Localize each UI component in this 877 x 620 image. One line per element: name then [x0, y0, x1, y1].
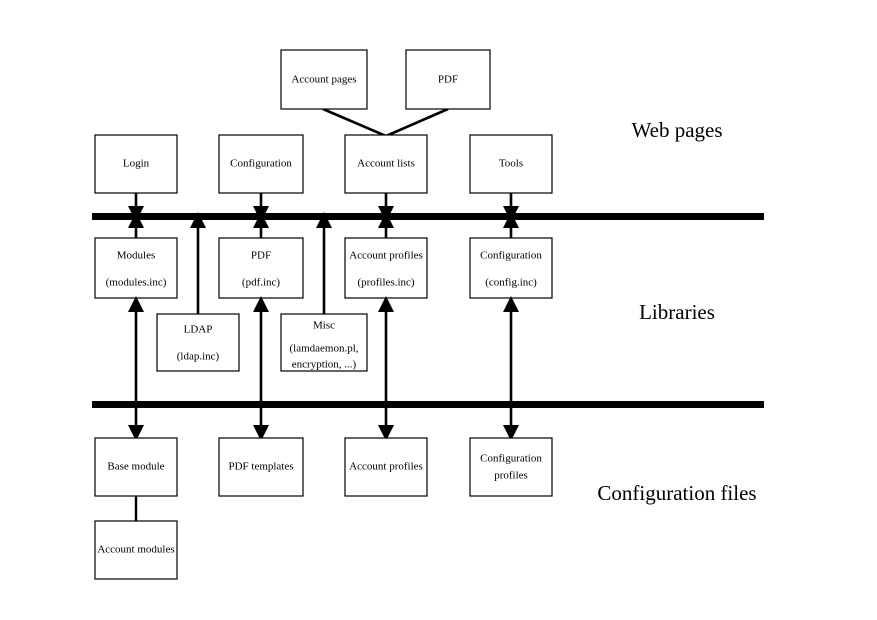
node-configuration-profiles-file-label-2: profiles: [494, 470, 528, 482]
connector-account-pages-to-account-lists: [322, 107, 387, 138]
node-configuration-profiles-file: Configuration profiles: [469, 437, 553, 497]
connector-base-module-to-modules-lib: [128, 296, 144, 404]
node-login: Login: [94, 134, 178, 194]
node-ldap-lib: LDAP (ldap.inc): [156, 313, 240, 372]
node-configuration-page: Configuration: [218, 134, 304, 194]
node-configuration-page-label: Configuration: [230, 158, 292, 170]
node-account-pages-label: Account pages: [291, 74, 356, 86]
node-modules-lib: Modules (modules.inc): [94, 237, 178, 299]
node-configuration-lib: Configuration (config.inc): [469, 237, 553, 299]
section-label-libraries: Libraries: [639, 300, 715, 324]
separator-bar-web-libraries: [92, 213, 764, 220]
section-label-configuration-files: Configuration files: [597, 481, 756, 505]
node-pdf-lib: PDF (pdf.inc): [218, 237, 304, 299]
node-misc-lib-label-3: encryption, ...): [292, 359, 357, 371]
node-ldap-lib-label-1: LDAP: [184, 324, 213, 336]
connector-pdf-top-to-account-lists: [385, 107, 449, 138]
connector-configuration-profiles-to-lib: [503, 296, 519, 404]
node-modules-lib-label-2: (modules.inc): [106, 277, 167, 289]
connector-down-to-account-profiles-file: [378, 405, 394, 441]
node-misc-lib: Misc (lamdaemon.pl, encryption, ...): [280, 313, 368, 372]
node-account-profiles-lib-label-1: Account profiles: [349, 250, 423, 262]
node-configuration-profiles-file-label-1: Configuration: [480, 453, 542, 465]
node-account-profiles-file: Account profiles: [344, 437, 428, 497]
node-misc-lib-label-2: (lamdaemon.pl,: [289, 343, 358, 355]
node-modules-lib-label-1: Modules: [117, 250, 156, 262]
node-account-profiles-file-label: Account profiles: [349, 461, 423, 473]
node-account-lists: Account lists: [344, 134, 428, 194]
node-misc-lib-label-1: Misc: [313, 320, 335, 332]
connector-down-to-base-module: [128, 405, 144, 441]
node-pdf-top-label: PDF: [438, 74, 458, 86]
node-account-pages: Account pages: [280, 49, 368, 110]
node-account-modules-label: Account modules: [97, 544, 174, 556]
connector-down-to-configuration-profiles: [503, 405, 519, 441]
node-account-modules: Account modules: [94, 520, 178, 580]
node-pdf-templates-label: PDF templates: [228, 461, 293, 473]
node-tools: Tools: [469, 134, 553, 194]
connector-account-profiles-file-to-lib: [378, 296, 394, 404]
node-configuration-lib-label-1: Configuration: [480, 250, 542, 262]
node-account-profiles-lib: Account profiles (profiles.inc): [344, 237, 428, 299]
node-pdf-lib-label-2: (pdf.inc): [242, 277, 281, 289]
node-base-module: Base module: [94, 437, 178, 497]
section-label-web-pages: Web pages: [631, 118, 722, 142]
node-tools-label: Tools: [499, 158, 523, 170]
connector-misc-lib-up: [316, 212, 332, 314]
node-account-profiles-lib-label-2: (profiles.inc): [357, 277, 414, 289]
node-account-lists-label: Account lists: [357, 158, 415, 170]
connector-pdf-templates-to-pdf-lib: [253, 296, 269, 404]
connector-down-to-pdf-templates: [253, 405, 269, 441]
node-pdf-templates: PDF templates: [218, 437, 304, 497]
node-pdf-lib-label-1: PDF: [251, 250, 271, 262]
node-ldap-lib-label-2: (ldap.inc): [177, 351, 220, 363]
node-base-module-label: Base module: [107, 461, 164, 473]
separator-bar-libraries-config: [92, 401, 764, 408]
node-configuration-lib-label-2: (config.inc): [485, 277, 537, 289]
connector-ldap-lib-up: [190, 212, 206, 314]
node-pdf-top: PDF: [405, 49, 491, 110]
node-login-label: Login: [123, 158, 150, 170]
